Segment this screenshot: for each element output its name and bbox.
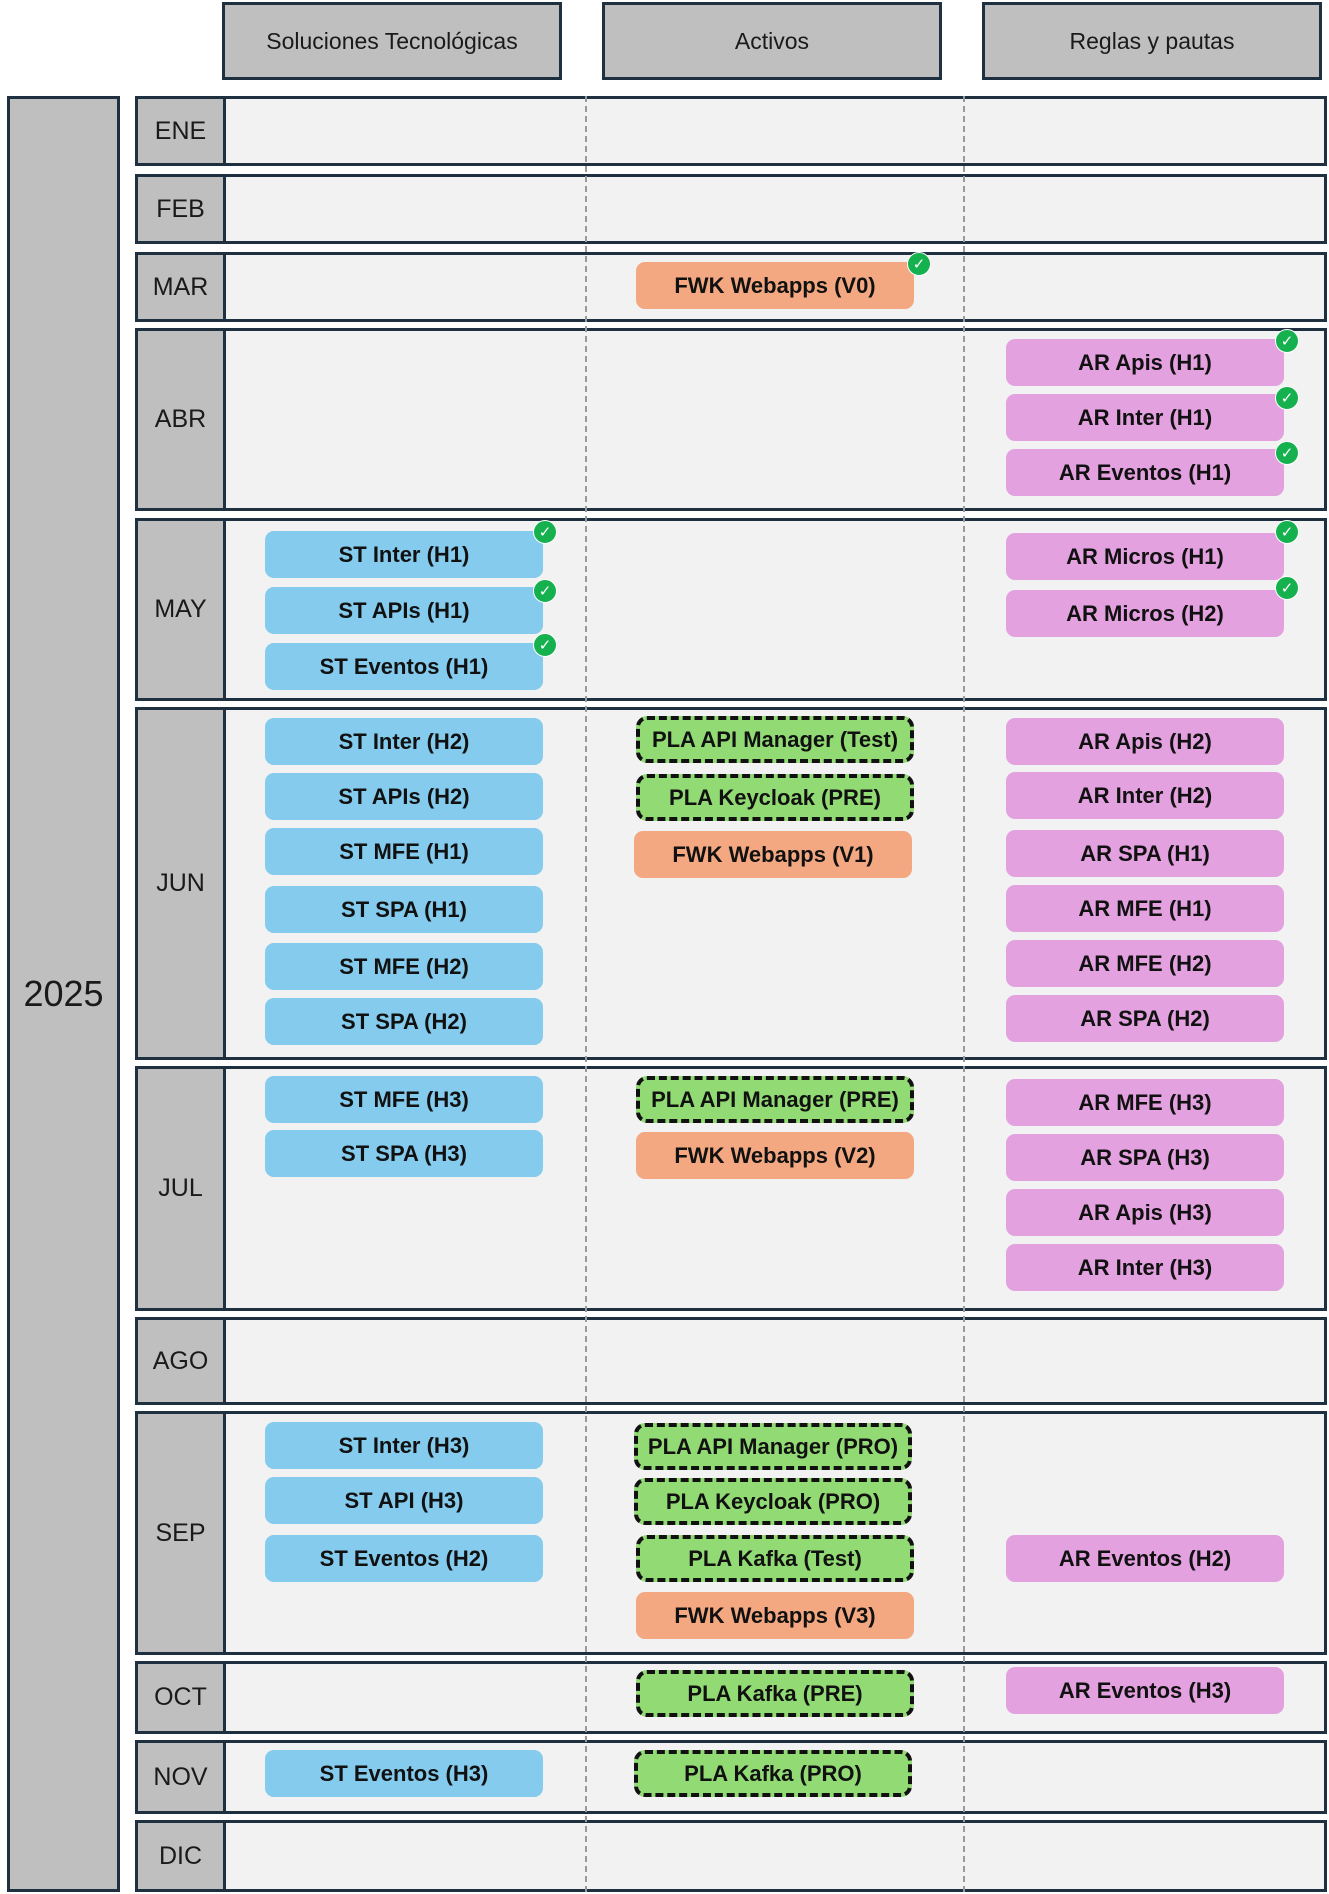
item-st-mfe-h2: ST MFE (H2) bbox=[265, 943, 543, 990]
item-st-api-h3: ST API (H3) bbox=[265, 1477, 543, 1524]
month-label: DIC bbox=[138, 1823, 226, 1889]
month-label: JUL bbox=[138, 1069, 226, 1308]
item-ar-apis-h2: AR Apis (H2) bbox=[1006, 718, 1284, 765]
item-fwk-webapps-v1: FWK Webapps (V1) bbox=[634, 831, 912, 878]
item-ar-inter-h3: AR Inter (H3) bbox=[1006, 1244, 1284, 1291]
item-ar-inter-h2: AR Inter (H2) bbox=[1006, 772, 1284, 819]
item-st-eventos-h2: ST Eventos (H2) bbox=[265, 1535, 543, 1582]
item-ar-spa-h3: AR SPA (H3) bbox=[1006, 1134, 1284, 1181]
check-icon: ✓ bbox=[1275, 329, 1299, 353]
month-row-ago: AGO bbox=[135, 1317, 1327, 1405]
check-icon: ✓ bbox=[533, 579, 557, 603]
item-st-inter-h2: ST Inter (H2) bbox=[265, 718, 543, 765]
item-st-eventos-h1: ST Eventos (H1) bbox=[265, 643, 543, 690]
month-label: JUN bbox=[138, 710, 226, 1057]
item-ar-apis-h3: AR Apis (H3) bbox=[1006, 1189, 1284, 1236]
month-label: SEP bbox=[138, 1414, 226, 1652]
item-ar-spa-h1: AR SPA (H1) bbox=[1006, 830, 1284, 877]
item-st-spa-h1: ST SPA (H1) bbox=[265, 886, 543, 933]
item-ar-mfe-h2: AR MFE (H2) bbox=[1006, 940, 1284, 987]
item-ar-inter-h1: AR Inter (H1) bbox=[1006, 394, 1284, 441]
item-ar-eventos-h1: AR Eventos (H1) bbox=[1006, 449, 1284, 496]
item-st-inter-h1: ST Inter (H1) bbox=[265, 531, 543, 578]
column-header-soluciones: Soluciones Tecnológicas bbox=[222, 2, 562, 80]
month-row-dic: DIC bbox=[135, 1820, 1327, 1892]
item-ar-spa-h2: AR SPA (H2) bbox=[1006, 995, 1284, 1042]
item-ar-mfe-h1: AR MFE (H1) bbox=[1006, 885, 1284, 932]
check-icon: ✓ bbox=[1275, 386, 1299, 410]
item-pla-kafka-test: PLA Kafka (Test) bbox=[636, 1535, 914, 1582]
item-pla-keycloak-pro: PLA Keycloak (PRO) bbox=[634, 1478, 912, 1525]
item-st-mfe-h3: ST MFE (H3) bbox=[265, 1076, 543, 1123]
month-label: MAY bbox=[138, 521, 226, 698]
year-label: 2025 bbox=[7, 96, 120, 1892]
item-ar-mfe-h3: AR MFE (H3) bbox=[1006, 1079, 1284, 1126]
item-pla-kafka-pre: PLA Kafka (PRE) bbox=[636, 1670, 914, 1717]
item-fwk-webapps-v0: FWK Webapps (V0) bbox=[636, 262, 914, 309]
item-ar-micros-h2: AR Micros (H2) bbox=[1006, 590, 1284, 637]
month-label: NOV bbox=[138, 1743, 226, 1811]
check-icon: ✓ bbox=[533, 520, 557, 544]
item-ar-eventos-h3: AR Eventos (H3) bbox=[1006, 1667, 1284, 1714]
item-fwk-webapps-v2: FWK Webapps (V2) bbox=[636, 1132, 914, 1179]
item-pla-kafka-pro: PLA Kafka (PRO) bbox=[634, 1750, 912, 1797]
item-pla-api-manager-pro: PLA API Manager (PRO) bbox=[634, 1423, 912, 1470]
item-st-spa-h3: ST SPA (H3) bbox=[265, 1130, 543, 1177]
column-header-activos: Activos bbox=[602, 2, 942, 80]
month-label: AGO bbox=[138, 1320, 226, 1402]
month-label: OCT bbox=[138, 1664, 226, 1731]
item-st-mfe-h1: ST MFE (H1) bbox=[265, 828, 543, 875]
item-ar-micros-h1: AR Micros (H1) bbox=[1006, 533, 1284, 580]
month-label: FEB bbox=[138, 177, 226, 241]
item-pla-api-manager-test: PLA API Manager (Test) bbox=[636, 716, 914, 763]
item-ar-eventos-h2: AR Eventos (H2) bbox=[1006, 1535, 1284, 1582]
month-row-ene: ENE bbox=[135, 96, 1327, 166]
item-pla-keycloak-pre: PLA Keycloak (PRE) bbox=[636, 774, 914, 821]
item-st-apis-h2: ST APIs (H2) bbox=[265, 773, 543, 820]
check-icon: ✓ bbox=[1275, 520, 1299, 544]
item-pla-api-manager-pre: PLA API Manager (PRE) bbox=[636, 1076, 914, 1123]
check-icon: ✓ bbox=[533, 633, 557, 657]
item-fwk-webapps-v3: FWK Webapps (V3) bbox=[636, 1592, 914, 1639]
month-label: ABR bbox=[138, 331, 226, 508]
item-ar-apis-h1: AR Apis (H1) bbox=[1006, 339, 1284, 386]
item-st-spa-h2: ST SPA (H2) bbox=[265, 998, 543, 1045]
check-icon: ✓ bbox=[907, 252, 931, 276]
item-st-apis-h1: ST APIs (H1) bbox=[265, 587, 543, 634]
item-st-inter-h3: ST Inter (H3) bbox=[265, 1422, 543, 1469]
check-icon: ✓ bbox=[1275, 576, 1299, 600]
item-st-eventos-h3: ST Eventos (H3) bbox=[265, 1750, 543, 1797]
check-icon: ✓ bbox=[1275, 441, 1299, 465]
column-header-reglas: Reglas y pautas bbox=[982, 2, 1322, 80]
month-label: ENE bbox=[138, 99, 226, 163]
month-label: MAR bbox=[138, 255, 226, 319]
month-row-feb: FEB bbox=[135, 174, 1327, 244]
